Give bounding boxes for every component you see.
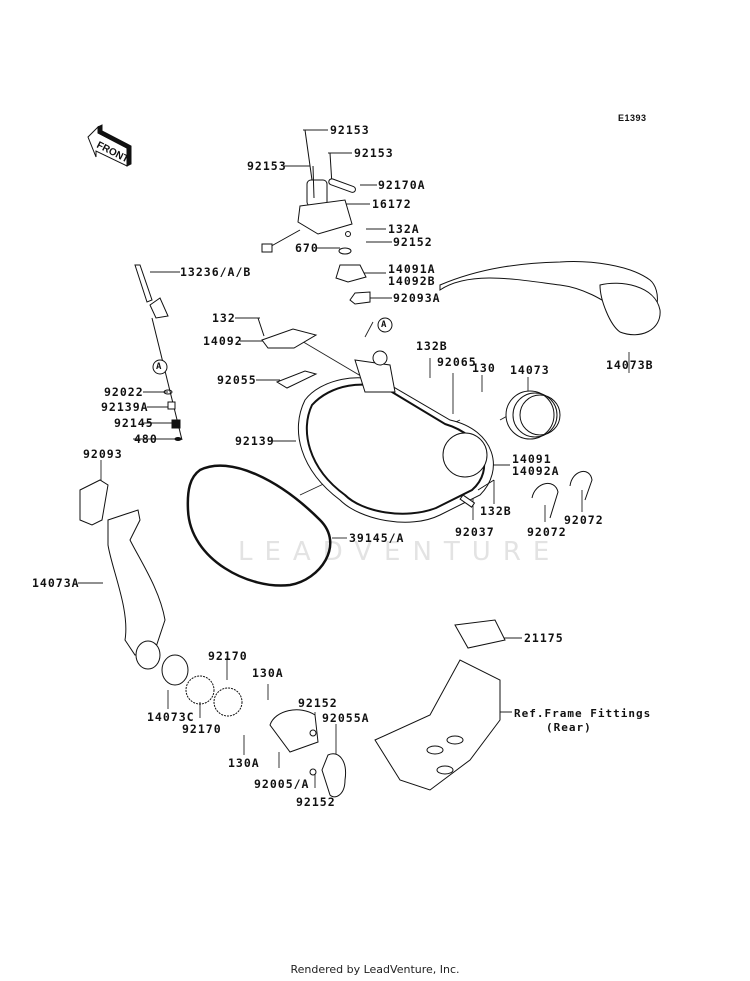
leader-lines [78, 129, 630, 788]
part-label[interactable]: 14073C [147, 710, 195, 724]
part-label[interactable]: 14073B [606, 358, 654, 372]
part-label[interactable]: 14073 [510, 363, 550, 377]
part-label[interactable]: 92037 [455, 525, 495, 539]
part-label[interactable]: 92170 [208, 649, 248, 663]
part-label[interactable]: 92139 [235, 434, 275, 448]
part-label[interactable]: 92152 [298, 696, 338, 710]
part-label[interactable]: 92153 [247, 159, 287, 173]
tray-drawing [374, 619, 506, 791]
part-label[interactable]: 670 [295, 241, 319, 255]
diagram-code: E1393 [618, 113, 647, 123]
reference-note-line1: Ref.Frame Fittings [514, 707, 652, 720]
part-label[interactable]: 21175 [524, 631, 564, 645]
part-label[interactable]: 16172 [372, 197, 412, 211]
part-label[interactable]: 92153 [354, 146, 394, 160]
reference-note-line2: (Rear) [546, 721, 592, 734]
part-label[interactable]: 92145 [114, 416, 154, 430]
part-label[interactable]: 13236/A/B [180, 265, 252, 279]
part-label[interactable]: 92153 [330, 123, 370, 137]
spring-drawing [134, 264, 183, 441]
part-label[interactable]: 39145/A [349, 531, 405, 545]
part-label[interactable]: 92072 [564, 513, 604, 527]
front-label: FRONT [84, 133, 134, 178]
part-label[interactable]: 14092A [512, 464, 560, 478]
footer-credit: Rendered by LeadVenture, Inc. [290, 963, 460, 976]
part-label[interactable]: 92093 [83, 447, 123, 461]
part-label[interactable]: 92170 [182, 722, 222, 736]
part-label[interactable]: 132B [480, 504, 512, 518]
part-label[interactable]: 132 [212, 311, 236, 325]
part-label[interactable]: 92093A [393, 291, 441, 305]
duct-14073-drawing [505, 390, 561, 440]
part-label[interactable]: 132A [388, 222, 420, 236]
part-label[interactable]: 14073A [32, 576, 80, 590]
part-label[interactable]: 132B [416, 339, 448, 353]
watermark: LEADVENTURE [238, 537, 562, 567]
part-label[interactable]: 130 [472, 361, 496, 375]
part-label[interactable]: 92170A [378, 178, 426, 192]
part-label[interactable]: 92152 [393, 235, 433, 249]
part-label[interactable]: 130A [252, 666, 284, 680]
part-label[interactable]: 480 [134, 432, 158, 446]
part-label[interactable]: 92139A [101, 400, 149, 414]
callout-a-marker[interactable]: A [156, 362, 163, 372]
part-label[interactable]: 14091A [388, 262, 436, 276]
part-label[interactable]: 92005/A [254, 777, 310, 791]
part-label[interactable]: 14091 [512, 452, 552, 466]
part-label[interactable]: 92055A [322, 711, 370, 725]
callout-a-marker[interactable]: A [381, 320, 388, 330]
part-label[interactable]: 14092B [388, 274, 436, 288]
clutch-cover-drawing [298, 350, 494, 523]
actuator-drawing [261, 129, 356, 253]
part-label[interactable]: 92072 [527, 525, 567, 539]
part-label[interactable]: 14092 [203, 334, 243, 348]
part-label[interactable]: 92152 [296, 795, 336, 809]
front-text: FRONT [95, 140, 131, 165]
part-label[interactable]: 92055 [217, 373, 257, 387]
part-label[interactable]: 130A [228, 756, 260, 770]
front-arrow-icon [87, 124, 132, 167]
part-label[interactable]: 92022 [104, 385, 144, 399]
part-label[interactable]: 92065 [437, 355, 477, 369]
